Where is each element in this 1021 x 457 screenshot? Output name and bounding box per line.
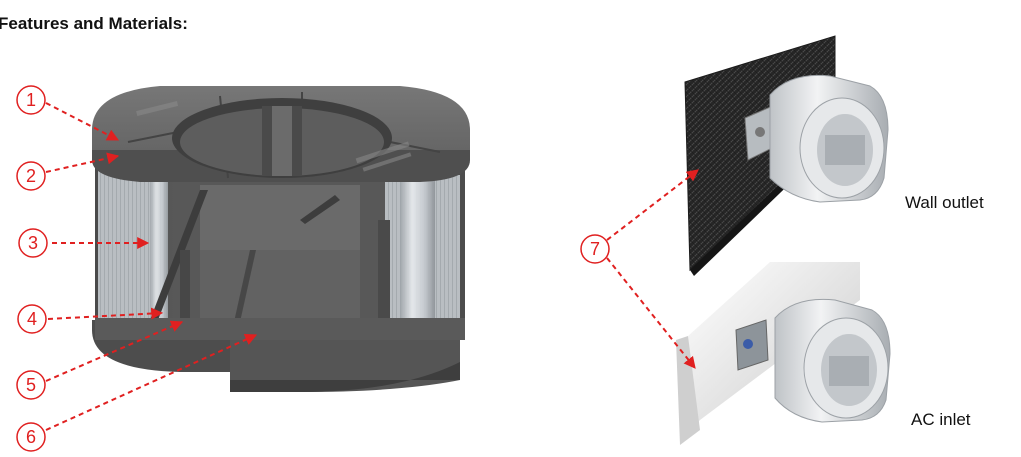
callout-4: 4 (17, 304, 47, 334)
page-title: Features and Materials: (0, 14, 188, 33)
coil-module-illustration (92, 86, 470, 392)
callout-arrow-4 (47, 307, 164, 320)
callout-1: 1 (16, 85, 46, 115)
callout-5-label: 5 (26, 375, 36, 395)
callout-arrow-5 (45, 320, 184, 382)
callout-3-label: 3 (28, 233, 38, 253)
callout-2-label: 2 (26, 166, 36, 186)
ac-inlet-label: AC inlet (911, 410, 971, 429)
callout-arrow-6 (45, 333, 258, 431)
wall-outlet-label: Wall outlet (905, 193, 984, 212)
callout-3: 3 (18, 228, 48, 258)
callout-7: 7 (580, 234, 610, 264)
callout-4-label: 4 (27, 309, 37, 329)
callout-6-label: 6 (26, 427, 36, 447)
callout-7-label: 7 (590, 239, 600, 259)
callout-arrow-7b (606, 257, 696, 369)
callout-arrows (45, 102, 699, 431)
callout-arrow-7a (606, 169, 699, 241)
callout-arrow-1 (45, 102, 120, 141)
callout-1-label: 1 (26, 90, 36, 110)
ac-inlet-illustration (676, 262, 891, 445)
callout-arrow-2 (45, 152, 120, 173)
callout-markers: 1 2 3 4 5 6 7 (16, 85, 610, 452)
callout-5: 5 (16, 370, 46, 400)
callout-2: 2 (16, 161, 46, 191)
callout-6: 6 (16, 422, 46, 452)
wall-outlet-illustration (684, 35, 889, 276)
